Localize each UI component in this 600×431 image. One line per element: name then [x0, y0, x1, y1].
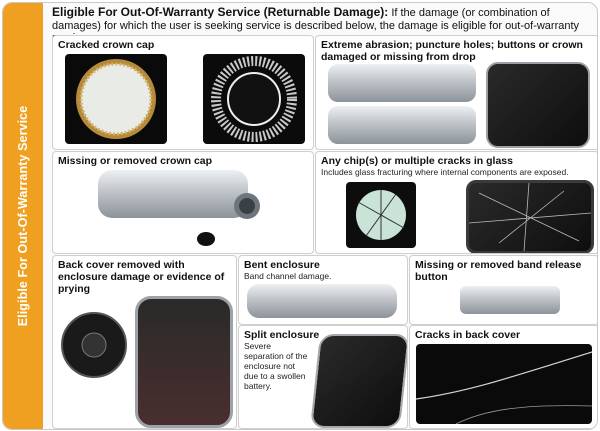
- eligibility-sidebar: Eligible For Out-Of-Warranty Service: [3, 3, 43, 429]
- panel-subtitle: Severe separation of the enclosure not d…: [244, 341, 308, 391]
- shattered-screen-icon: [469, 183, 591, 251]
- panel-title: Bent enclosure: [244, 259, 320, 271]
- loose-crown-cap-icon: [197, 232, 215, 246]
- missing-crown-icon: [234, 193, 260, 219]
- panel-glass-chips: Any chip(s) or multiple cracks in glass …: [315, 151, 597, 254]
- panel-title: Cracked crown cap: [58, 39, 155, 51]
- panel-extreme-abrasion: Extreme abrasion; puncture holes; button…: [315, 35, 597, 150]
- panel-bent-enclosure: Bent enclosure Band channel damage.: [238, 255, 408, 325]
- panel-missing-crown-cap: Missing or removed crown cap: [52, 151, 314, 254]
- panel-title: Any chip(s) or multiple cracks in glass: [321, 155, 513, 167]
- abraded-side-photo-top: [328, 64, 476, 102]
- crown-cap-cracked-icon: [76, 59, 156, 139]
- abraded-side-photo-bottom: [328, 106, 476, 144]
- crown-ring-icon: [211, 56, 297, 142]
- cracked-glass-closeup-photo: [346, 182, 416, 248]
- panel-back-cover-removed: Back cover removed with enclosure damage…: [52, 255, 237, 429]
- removed-back-cover-icon: [61, 312, 127, 378]
- crown-ring-photo: [203, 54, 305, 144]
- shattered-watch-photo: [466, 180, 594, 253]
- crown-cap-photo: [65, 54, 167, 144]
- panel-title: Split enclosure: [244, 329, 320, 341]
- panel-title: Missing or removed band release button: [415, 259, 582, 283]
- panel-title: Cracks in back cover: [415, 329, 521, 341]
- watch-side-photo: [98, 170, 248, 218]
- panel-missing-band-release: Missing or removed band release button: [409, 255, 597, 325]
- panel-split-enclosure: Split enclosure Severe separation of the…: [238, 325, 408, 429]
- panel-subtitle: Band channel damage.: [244, 271, 332, 281]
- sidebar-label: Eligible For Out-Of-Warranty Service: [16, 105, 30, 327]
- cracked-glass-icon: [356, 190, 406, 240]
- panel-cracked-crown-cap: Cracked crown cap: [52, 35, 314, 150]
- back-cover-crack-icon: [416, 351, 592, 424]
- bent-enclosure-photo: [247, 284, 397, 318]
- panel-title: Extreme abrasion; puncture holes; button…: [321, 39, 583, 63]
- panel-subtitle: Includes glass fracturing where internal…: [321, 167, 569, 177]
- split-enclosure-photo: [310, 334, 407, 428]
- header-lead: Eligible For Out-Of-Warranty Service (Re…: [52, 5, 389, 19]
- panel-title: Missing or removed crown cap: [58, 155, 213, 167]
- panel-title: Back cover removed with enclosure damage…: [58, 259, 225, 295]
- band-release-photo: [460, 286, 560, 314]
- back-cover-crack-photo: [416, 344, 592, 424]
- panel-cracks-back-cover: Cracks in back cover: [409, 325, 597, 429]
- opened-watch-photo: [135, 296, 233, 428]
- abraded-front-photo: [486, 62, 590, 148]
